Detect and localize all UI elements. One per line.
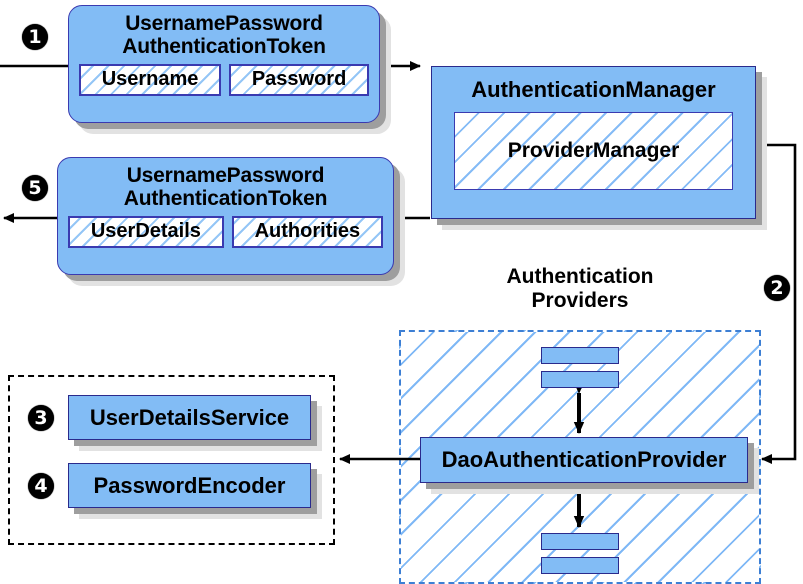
stub-provider-top-2 xyxy=(541,371,619,388)
authentication-manager-card[interactable]: AuthenticationManager ProviderManager xyxy=(431,66,756,219)
password-encoder-box[interactable]: PasswordEncoder xyxy=(68,463,311,508)
request-token-title: UsernamePassword AuthenticationToken xyxy=(69,6,379,58)
step-badge-1: 1 xyxy=(22,24,48,50)
user-details-service-box[interactable]: UserDetailsService xyxy=(68,395,311,440)
request-token-slot-username: Username xyxy=(79,64,222,97)
request-token-slots: Username Password xyxy=(69,58,379,97)
request-authentication-token-card[interactable]: UsernamePassword AuthenticationToken Use… xyxy=(68,5,380,123)
connector-manager-to-provider xyxy=(756,143,797,464)
step-badge-2: 2 xyxy=(764,275,790,301)
response-token-title-line1: UsernamePassword xyxy=(126,164,325,187)
authentication-providers-label: Authentication Providers xyxy=(455,265,705,312)
provider-manager-box: ProviderManager xyxy=(454,112,733,190)
authentication-manager-title: AuthenticationManager xyxy=(471,77,716,102)
step-badge-4: 4 xyxy=(28,473,54,499)
response-token-title: UsernamePassword AuthenticationToken xyxy=(58,158,393,210)
response-token-slots: UserDetails Authorities xyxy=(58,210,393,249)
request-token-title-line2: AuthenticationToken xyxy=(122,34,326,58)
step-badge-3: 3 xyxy=(28,405,54,431)
response-token-title-line2: AuthenticationToken xyxy=(123,186,328,210)
stub-provider-top-1 xyxy=(541,347,619,364)
authentication-providers-label-line1: Authentication xyxy=(506,265,654,288)
response-authentication-token-card[interactable]: UsernamePassword AuthenticationToken Use… xyxy=(57,157,394,275)
request-token-title-line1: UsernamePassword xyxy=(125,12,323,35)
response-token-slot-userdetails: UserDetails xyxy=(68,216,224,249)
stub-provider-bottom-1 xyxy=(541,533,619,550)
step-badge-5: 5 xyxy=(22,175,48,201)
dao-authentication-provider-box[interactable]: DaoAuthenticationProvider xyxy=(420,437,748,483)
authentication-providers-label-line2: Providers xyxy=(531,288,629,312)
stub-provider-bottom-2 xyxy=(541,557,619,574)
request-token-slot-password: Password xyxy=(229,64,370,97)
response-token-slot-authorities: Authorities xyxy=(231,216,383,249)
